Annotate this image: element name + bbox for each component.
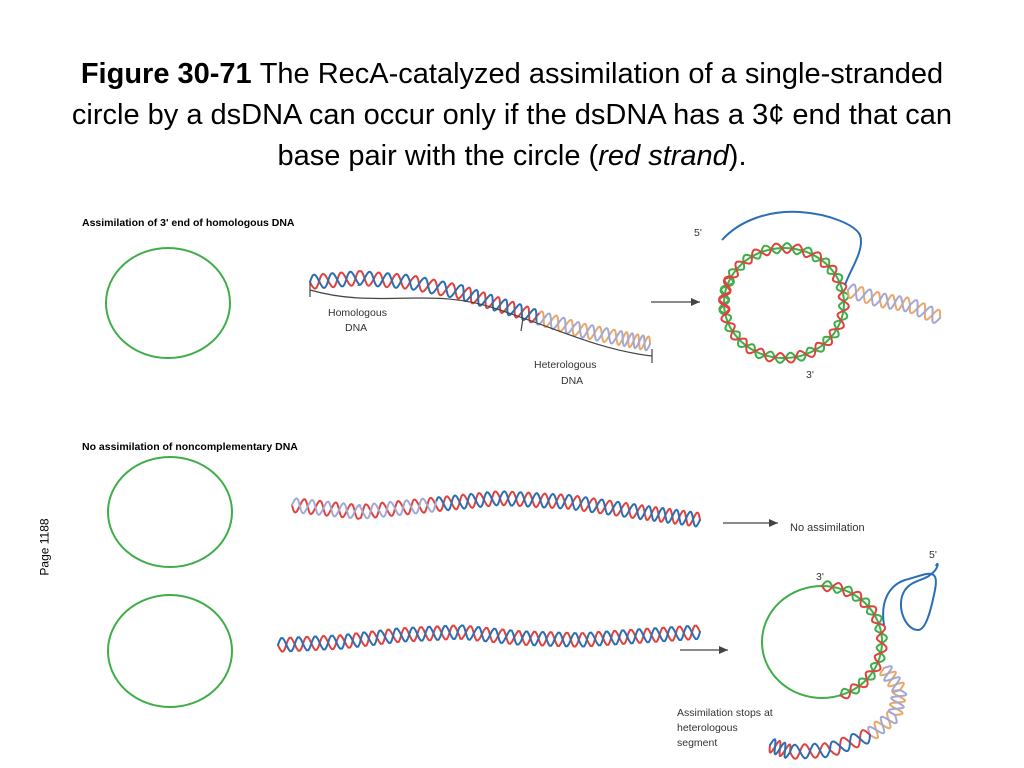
lavender-tail-top [847, 283, 941, 324]
lavender-strand-mid [291, 497, 438, 520]
blue-strand-mid-2 [435, 490, 701, 528]
ss-circle-joined-top [723, 247, 845, 359]
label-stops-2: heterologous [677, 722, 738, 734]
blue-strand-top [309, 270, 538, 324]
arrow-top-head [691, 298, 700, 306]
arrow-bottom-head [719, 646, 728, 654]
label-stops-3: segment [677, 737, 717, 749]
label-homologous-1: Homologous [328, 307, 387, 319]
circle-helix-bottom [821, 580, 888, 700]
blue-tail-bot [769, 733, 871, 760]
label-homologous-2: DNA [345, 322, 367, 334]
label-no-assimilation: No assimilation [790, 522, 865, 534]
blue-strand-bottom-5prime [882, 562, 939, 632]
figure-label: Figure 30-71 [80, 58, 252, 90]
ss-circle-middle [107, 456, 233, 568]
red-helix-bot [821, 582, 888, 700]
red-helix-top [718, 242, 850, 364]
caption-italic-text: red strand [598, 140, 729, 172]
lavender-strand-top [535, 312, 651, 352]
ss-circle-bottom [107, 594, 233, 708]
bracket-tick-mid [520, 317, 524, 332]
label-5prime-top: 5' [694, 227, 702, 239]
ss-circle-joined-bottom [761, 585, 883, 699]
heterologous-tail-top [847, 283, 942, 324]
panel-top-title: Assimilation of 3' end of homologous DNA [82, 217, 295, 229]
label-3prime-bottom: 3' [816, 571, 824, 583]
label-stops-1: Assimilation stops at [677, 707, 773, 719]
ss-circle-top [105, 247, 231, 359]
heterologous-end-duplex [277, 624, 701, 653]
lavender-tail-bot [867, 665, 908, 736]
panel-bottom-title: No assimilation of noncomplementary DNA [82, 441, 298, 453]
arrow-middle-head [769, 519, 778, 527]
circle-helix-top [718, 242, 850, 364]
label-3prime-top: 3' [806, 369, 814, 381]
red-strand-mid-2 [436, 490, 701, 527]
bracket-line [309, 289, 653, 357]
blue-strand-top-5prime [721, 210, 862, 286]
label-heterologous-1: Heterologous [534, 359, 596, 371]
label-heterologous-2: DNA [561, 375, 583, 387]
caption-end: ). [728, 140, 747, 172]
blue-strand-bot [277, 624, 701, 653]
noncomplementary-duplex [291, 490, 701, 528]
heterologous-tail-bottom [768, 665, 908, 760]
caption-text: The RecA-catalyzed assimilation of a sin… [71, 58, 953, 172]
label-5prime-bottom: 5' [929, 549, 937, 561]
